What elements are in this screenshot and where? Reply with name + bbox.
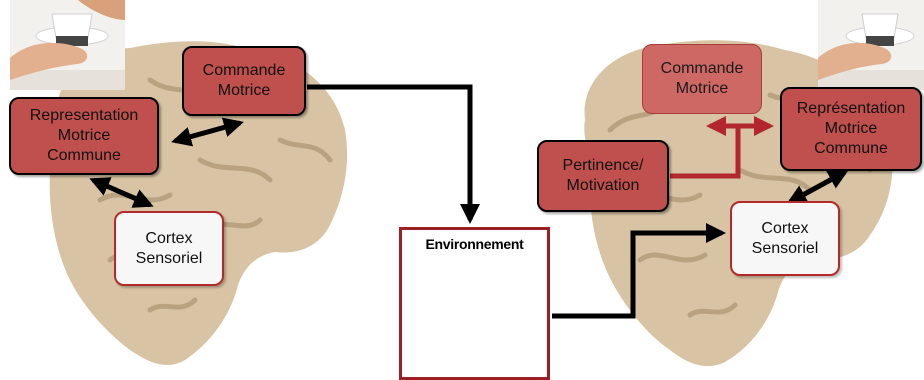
cortex-sensoriel-right: Cortex Sensoriel xyxy=(730,201,840,276)
arrow-representation-to-cortex xyxy=(89,177,154,208)
commande-motrice-left: Commande Motrice xyxy=(182,46,306,116)
environment-label: Environnement xyxy=(425,236,524,252)
commande-motrice-right: Commande Motrice xyxy=(642,44,762,114)
arrow-cortex-to-representation-right xyxy=(786,169,849,205)
arrow-environment-to-cortex xyxy=(552,223,726,319)
arrow-pertinence-branch xyxy=(670,126,741,179)
pertinence-motivation: Pertinence/ Motivation xyxy=(537,140,669,212)
cup-photo-right xyxy=(818,0,924,90)
cup-photo-left xyxy=(10,0,125,90)
arrow-commande-to-representation xyxy=(171,117,244,147)
environment-box: Environnement xyxy=(399,227,550,380)
cortex-sensoriel-left: Cortex Sensoriel xyxy=(114,211,224,286)
representation-motrice-left: Representation Motrice Commune xyxy=(9,97,159,175)
representation-motrice-right: Représentation Motrice Commune xyxy=(780,87,922,171)
arrow-commande-to-environment xyxy=(307,84,480,224)
